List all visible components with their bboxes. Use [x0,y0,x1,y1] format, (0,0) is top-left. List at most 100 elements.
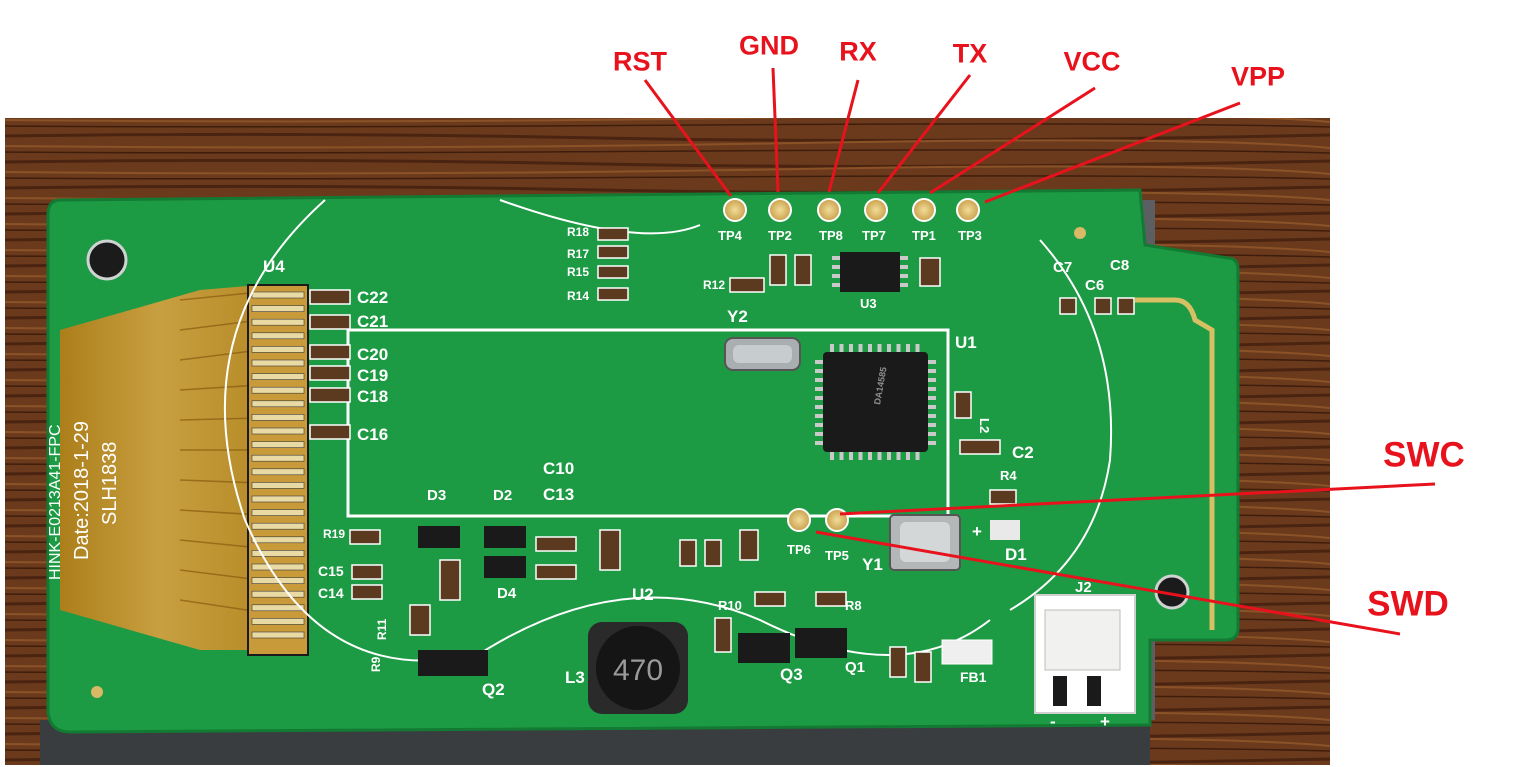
label-fb1: FB1 [960,669,987,685]
label-c16: C16 [357,425,388,444]
line-gnd [771,67,780,193]
label-c6: C6 [1085,277,1104,294]
mcu-pin [815,423,823,427]
mcu-pin [815,441,823,445]
mcu-pin [815,432,823,436]
passive-component [409,604,431,636]
mcu-pin [906,344,910,352]
connector-pin [251,618,305,625]
connector-j2-body [1044,609,1121,671]
label-j2: J2 [1075,579,1092,596]
passive-component [351,584,383,600]
label-c20: C20 [357,345,388,364]
flash-pin [900,274,908,278]
passive-component [535,536,577,552]
mounting-hole [86,239,128,281]
testpoint-tp6[interactable] [787,508,811,532]
via-pad [91,686,103,698]
mcu-pin [887,344,891,352]
passive-component [769,254,787,286]
testpoint-label: TP7 [862,228,886,243]
mcu-pin [815,387,823,391]
passive-component [597,227,629,241]
flash-chip [840,252,900,292]
label-c2: C2 [1012,443,1034,462]
line-tx [876,74,972,194]
testpoint-tp7[interactable] [864,198,888,222]
label-c15: C15 [318,563,344,579]
mcu-pin [839,344,844,352]
label-r19: R19 [323,527,345,541]
line-rst [643,79,733,197]
diode-d2 [484,526,526,548]
connector-pin [251,604,305,612]
ferrite-fb1 [941,639,993,665]
label-c22: C22 [357,288,388,307]
label-u1: U1 [955,333,977,352]
label-r18: R18 [567,225,589,239]
fpc-print: HINK-E0213A41-FPC Date:2018-1-29 SLH1838 [47,421,121,580]
connector-pin [251,427,305,435]
label-l2: L2 [977,418,992,433]
silkscreen-arc-bottom [469,596,991,661]
testpoint-label: TP6 [787,542,811,557]
passive-component [954,391,972,419]
label-r10: R10 [718,598,742,613]
mcu-pin [906,452,910,460]
label-r4: R4 [1000,468,1017,483]
connector-pin [251,468,305,476]
passive-component [349,529,381,545]
passive-component [1117,297,1135,315]
flash-pin [832,283,840,287]
silkscreen-arc-right [1009,239,1113,611]
callout-rst: RST [613,46,667,77]
callout-vpp: VPP [1230,61,1286,92]
line-swd [815,530,1401,636]
connector-pin [251,346,305,353]
label-r15: R15 [567,265,589,279]
testpoint-tp4[interactable] [723,198,747,222]
passive-component [439,559,461,601]
passive-component [535,564,577,580]
mcu-pin [896,344,901,352]
flash-pins [832,256,908,287]
inductor-marking: 470 [613,654,663,687]
via-pad-2 [1074,227,1086,239]
transistor-q2 [418,650,488,676]
transistor-q3 [738,633,790,663]
mcu-pin [915,452,920,460]
flex-traces [179,291,261,613]
label-u3: U3 [860,296,877,311]
passive-component [914,651,932,683]
callout-swc: SWC [1383,435,1465,475]
mcu-pin [928,387,936,391]
label-r11: R11 [375,618,389,640]
testpoint-tp2[interactable] [768,198,792,222]
mcu-pin [928,360,936,364]
inductor-l3-core [596,626,680,710]
label-plus-j2: + [1100,712,1110,731]
label-r17: R17 [567,247,589,261]
mcu-pin [928,378,936,382]
passive-component [309,314,351,330]
connector-pin [251,386,305,394]
testpoint-tp1[interactable] [912,198,936,222]
label-c19: C19 [357,366,388,385]
testpoint-tp8[interactable] [817,198,841,222]
passive-component [597,245,629,259]
mcu-pin [815,369,823,373]
connector-pin [251,441,305,448]
passive-component [1094,297,1112,315]
testpoint-tp3[interactable] [956,198,980,222]
label-r12: R12 [703,278,725,292]
connector-j2-pin [1053,676,1067,706]
connector-pin [251,332,305,340]
label-q2: Q2 [482,680,505,699]
passive-component [309,344,351,360]
label-r8: R8 [845,598,862,613]
callout-rx: RX [839,36,877,67]
connector-j2-pin [1087,676,1101,706]
mcu-pin [928,441,936,445]
line-vpp [984,101,1241,204]
